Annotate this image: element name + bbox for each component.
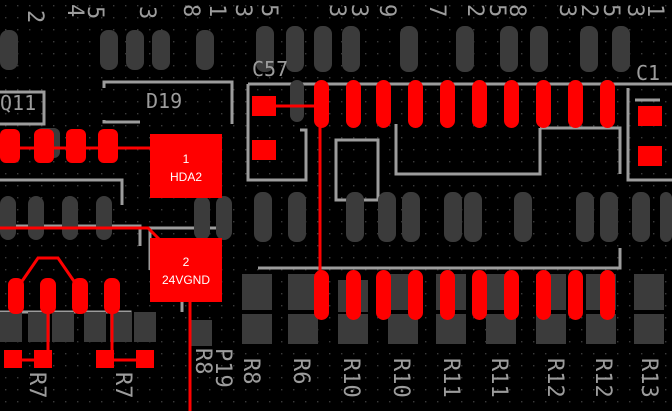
designator-r13: R13	[636, 358, 661, 398]
svg-text:5: 5	[256, 4, 281, 17]
designator-r10-b: R10	[388, 358, 413, 398]
designator-r12: R12	[542, 358, 567, 398]
designator-r8-b: R8	[190, 348, 215, 375]
designator-r6: R6	[288, 358, 313, 385]
svg-text:2: 2	[22, 10, 47, 23]
svg-text:4: 4	[62, 4, 87, 17]
designator-p19: P19	[210, 348, 235, 388]
designator-r8: R8	[238, 358, 263, 385]
designator-r10: R10	[338, 358, 363, 398]
svg-text:3: 3	[230, 4, 255, 17]
svg-text:8: 8	[504, 4, 529, 17]
designator-r12-b: R12	[590, 358, 615, 398]
pad-1-number: 1	[183, 152, 190, 166]
svg-text:2: 2	[576, 4, 601, 17]
rotated-designators: R6 R10 R10 R11 R11 R12 R12 R13 R8 R8 P19…	[24, 348, 661, 399]
pad-1-net-name: HDA2	[170, 170, 202, 184]
svg-text:1: 1	[204, 4, 229, 17]
designator-c1: C1	[636, 61, 660, 85]
svg-text:5: 5	[82, 6, 107, 19]
svg-text:1: 1	[642, 4, 667, 17]
svg-text:8: 8	[178, 4, 203, 17]
pad-2-number: 2	[183, 255, 190, 269]
designator-r11-b: R11	[486, 358, 511, 398]
svg-text:3: 3	[554, 4, 579, 17]
svg-text:5: 5	[598, 4, 623, 17]
pad-2-24vgnd[interactable]: 2 24VGND	[150, 238, 222, 302]
svg-text:3: 3	[134, 6, 159, 19]
designator-r7-b: R7	[110, 372, 135, 399]
svg-text:9: 9	[374, 4, 399, 17]
designator-r7: R7	[24, 372, 49, 399]
svg-text:3: 3	[346, 4, 371, 17]
pad-2-net-name: 24VGND	[162, 273, 210, 287]
svg-text:2: 2	[462, 4, 487, 17]
designator-labels: Q11 D19 C57 C1	[0, 57, 660, 115]
selected-net-copper[interactable]	[0, 80, 662, 368]
svg-text:3: 3	[324, 4, 349, 17]
svg-text:5: 5	[484, 4, 509, 17]
top-silkscreen-labels: 2 4 5 3 8 1 3 5 3 3 9 7 2 5 8 3 2 5 3 1	[22, 4, 667, 23]
pad-1-hda2[interactable]: 1 HDA2	[150, 134, 222, 198]
designator-r11: R11	[438, 358, 463, 398]
designator-q11: Q11	[0, 91, 36, 115]
svg-text:3: 3	[622, 4, 647, 17]
designator-c57: C57	[252, 57, 288, 81]
designator-d19: D19	[146, 89, 182, 113]
selected-net-traces[interactable]	[0, 104, 322, 411]
svg-text:7: 7	[424, 4, 449, 17]
